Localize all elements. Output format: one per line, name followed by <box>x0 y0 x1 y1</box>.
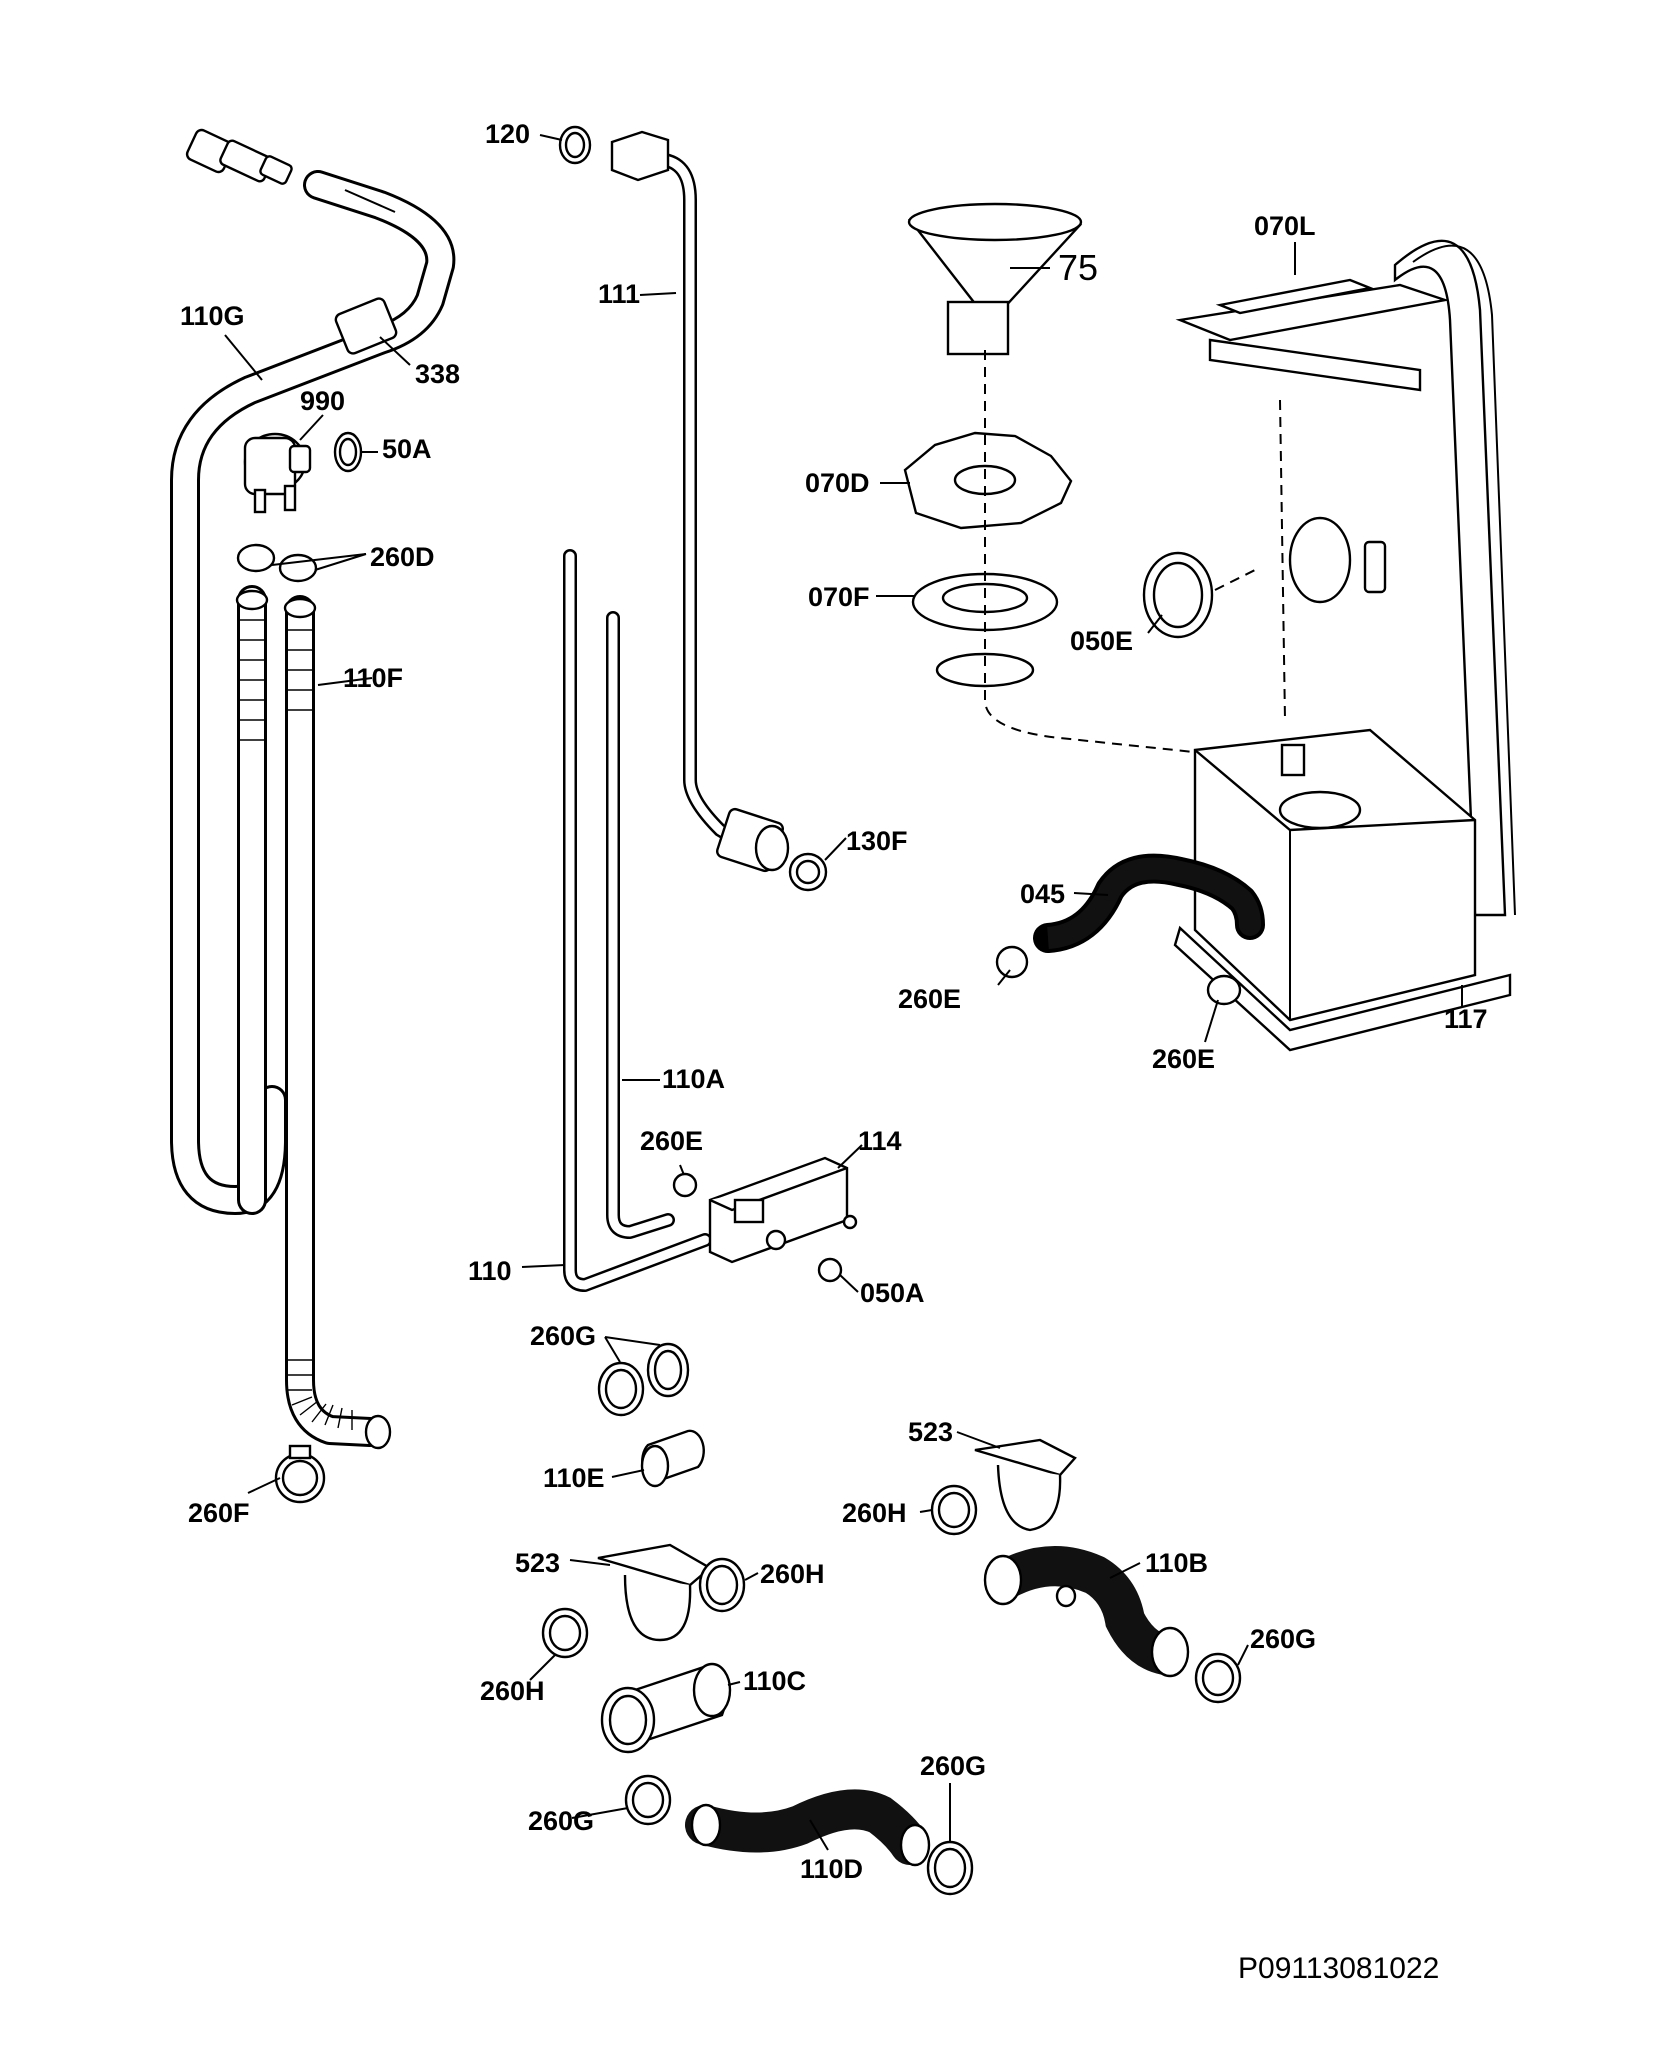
clamps-260D <box>236 543 318 583</box>
label-110: 110 <box>468 1256 512 1286</box>
tube-110 <box>563 549 712 1292</box>
inlet-connector <box>185 128 293 185</box>
leader-lines <box>224 134 1463 1851</box>
label-130F: 130F <box>846 826 908 856</box>
clamp-260H-left <box>541 1607 589 1659</box>
ring-050A <box>817 1257 843 1283</box>
label-260G-left: 260G <box>528 1806 594 1836</box>
label-110A: 110A <box>662 1064 725 1094</box>
bracket-523-right <box>974 1438 1077 1532</box>
ring-130F <box>788 852 828 892</box>
label-070L: 070L <box>1254 211 1316 241</box>
funnel-75 <box>907 202 1083 356</box>
clamps-260E-tank <box>995 945 1242 1006</box>
hose-110D <box>685 1789 931 1867</box>
label-110C: 110C <box>743 1666 806 1696</box>
label-260E-tank-right: 260E <box>1152 1044 1215 1074</box>
label-523-right: 523 <box>908 1417 953 1447</box>
label-260E-pump: 260E <box>640 1126 703 1156</box>
bracket-523-left <box>597 1543 713 1642</box>
tank-117 <box>1173 728 1512 1052</box>
label-260D: 260D <box>370 542 435 572</box>
pump-114 <box>708 1156 858 1264</box>
hose-045 <box>1033 853 1265 953</box>
label-050E: 050E <box>1070 626 1133 656</box>
ring-070F <box>911 572 1059 688</box>
label-338: 338 <box>415 359 460 389</box>
label-990: 990 <box>300 386 345 416</box>
label-070D: 070D <box>805 468 870 498</box>
tube-110A <box>606 611 675 1239</box>
label-260H-right: 260H <box>842 1498 907 1528</box>
assembly-line-funnel <box>984 350 1271 761</box>
label-110D: 110D <box>800 1854 863 1884</box>
drawing-code: P09113081022 <box>1238 1952 1439 1985</box>
label-260E-tank-left: 260E <box>898 984 961 1014</box>
label-260H-mid: 260H <box>760 1559 825 1589</box>
o-ring-50A <box>333 431 363 473</box>
label-260G-right: 260G <box>1250 1624 1316 1654</box>
clamp-260G-right <box>1194 1652 1242 1704</box>
label-50A: 50A <box>382 434 432 464</box>
cap-070D <box>903 431 1073 530</box>
panel-117 <box>1279 239 1516 917</box>
hose-110B <box>983 1546 1190 1678</box>
label-050A: 050A <box>860 1278 925 1308</box>
label-110E: 110E <box>543 1463 605 1493</box>
clamp-260F <box>274 1444 326 1504</box>
label-260H-left: 260H <box>480 1676 545 1706</box>
clamp-260H-right <box>930 1484 978 1536</box>
valve-990 <box>243 432 312 514</box>
ring-120 <box>558 125 592 165</box>
assembly-line-panel <box>1279 399 1286 721</box>
coupling-110C <box>600 1662 732 1754</box>
part-labels: 120 111 75 070L 110G 338 990 50A 070D 26… <box>180 119 1488 1884</box>
clamp-260H-mid <box>698 1557 746 1613</box>
label-114: 114 <box>858 1126 902 1156</box>
label-523-left: 523 <box>515 1548 560 1578</box>
grommet-050E <box>1142 516 1387 639</box>
label-111: 111 <box>598 279 640 309</box>
label-120: 120 <box>485 119 530 149</box>
pipe-111 <box>610 130 790 873</box>
label-260G-bottom: 260G <box>920 1751 986 1781</box>
label-117: 117 <box>1444 1004 1488 1034</box>
clamps-260G-pair <box>597 1342 690 1417</box>
label-110F: 110F <box>343 663 403 693</box>
label-260F: 260F <box>188 1498 250 1528</box>
label-110B: 110B <box>1145 1548 1208 1578</box>
bracket-070L <box>1175 278 1450 392</box>
sleeve-110E <box>640 1429 705 1488</box>
clamp-260E-small <box>672 1172 698 1198</box>
label-110G: 110G <box>180 301 245 331</box>
label-260G-pair: 260G <box>530 1321 596 1351</box>
label-045: 045 <box>1020 879 1065 909</box>
label-75: 75 <box>1058 247 1098 288</box>
label-070F: 070F <box>808 582 870 612</box>
clamp-260G-bottom <box>926 1840 974 1896</box>
clamp-260G-left <box>624 1774 672 1826</box>
corrugated-hoses-110F <box>235 585 392 1450</box>
